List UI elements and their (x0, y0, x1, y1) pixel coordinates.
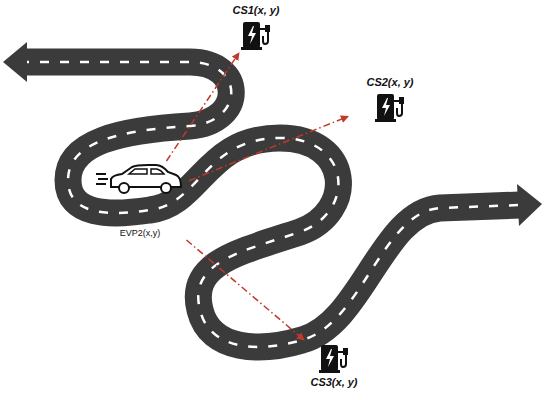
station-label: CS3(x, y) (310, 376, 357, 389)
ev-car: EVP2(x,y) (92, 162, 188, 239)
vehicle-label: EVP2(x,y) (120, 228, 161, 239)
icon-holder (374, 91, 406, 123)
icon-holder (240, 19, 272, 51)
distance-arrow (186, 240, 304, 340)
station-label: CS1(x, y) (232, 4, 279, 17)
car-icon (95, 162, 185, 196)
charging-station-icon (318, 342, 350, 374)
charging-station: CS3(x, y) (294, 342, 374, 389)
charging-station-icon (240, 19, 272, 51)
distance-arrow (189, 116, 348, 180)
icon-holder (318, 342, 350, 374)
station-label: CS2(x, y) (366, 76, 413, 89)
charging-station: CS1(x, y) (216, 4, 296, 51)
icon-holder (95, 162, 185, 196)
charging-station: CS2(x, y) (350, 76, 430, 123)
charging-station-icon (374, 91, 406, 123)
distance-arrow (166, 53, 238, 161)
